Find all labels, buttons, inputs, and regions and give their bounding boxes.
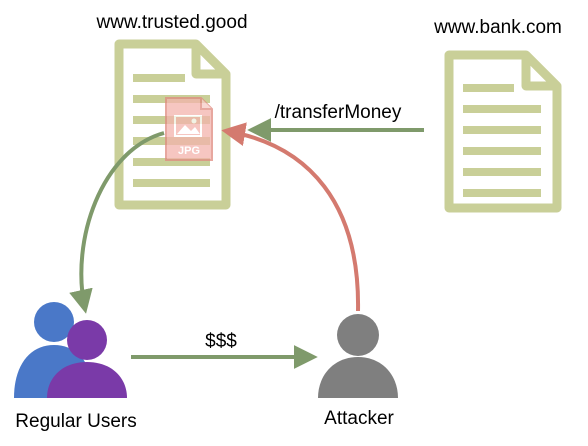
trusted-site-label: www.trusted.good <box>95 12 247 33</box>
bank-site-label: www.bank.com <box>433 17 562 38</box>
transfer-money-label: /transferMoney <box>275 102 402 123</box>
edge-image-to-users <box>69 131 165 314</box>
edge-users-to-attacker: $$$ <box>131 331 318 369</box>
money-label: $$$ <box>205 331 237 352</box>
jpg-label: JPG <box>178 145 200 157</box>
regular-users-label: Regular Users <box>15 411 136 432</box>
edge-bank-to-trusted: /transferMoney <box>247 102 424 142</box>
user-group-icon <box>14 302 127 398</box>
bank-document-icon <box>444 50 562 213</box>
person-icon <box>318 314 398 398</box>
edge-attacker-to-image <box>221 122 361 312</box>
jpg-image-icon: JPG <box>165 97 213 161</box>
attacker-label: Attacker <box>324 408 394 429</box>
